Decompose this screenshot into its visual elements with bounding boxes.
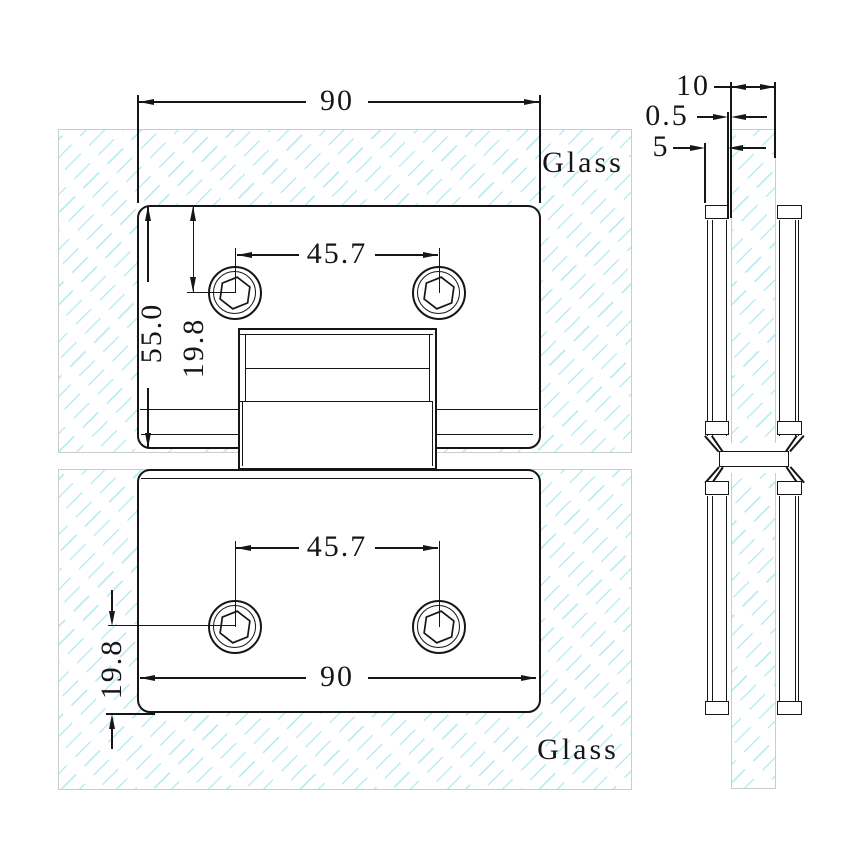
screw-hole-inner-ring xyxy=(213,605,256,648)
dim-line xyxy=(731,86,775,88)
side-plate-body xyxy=(707,220,727,436)
center-line xyxy=(108,625,236,627)
extension-line xyxy=(774,82,776,158)
side-plate-body xyxy=(779,220,799,436)
arrowhead-icon xyxy=(236,544,251,551)
hex-socket-icon xyxy=(423,276,455,310)
center-line xyxy=(187,292,236,294)
side-plate-collar xyxy=(777,421,802,435)
dim-value: 5 xyxy=(652,130,670,163)
dim-line xyxy=(139,101,306,103)
dim-line xyxy=(147,388,149,448)
side-plate-collar xyxy=(705,481,729,495)
knuckle-top-seam xyxy=(240,334,433,336)
arrowhead-icon xyxy=(524,98,539,105)
leader-line xyxy=(746,116,767,118)
dim-value: 19.8 xyxy=(95,638,128,700)
dim-line xyxy=(192,206,194,292)
screw-hole-inner-ring xyxy=(417,605,460,648)
arrowhead-icon xyxy=(423,251,438,258)
side-plate-collar xyxy=(705,421,729,435)
hinge-plate-bottom xyxy=(137,469,541,713)
extension-line xyxy=(727,112,729,218)
knuckle-inner-wall-left xyxy=(245,335,247,401)
side-plate-body xyxy=(779,496,799,701)
knuckle-lower-wall-left xyxy=(242,402,244,466)
arrowhead-icon xyxy=(189,206,196,221)
dim-line xyxy=(368,101,539,103)
arrowhead-icon xyxy=(713,113,728,120)
knuckle-lower-seam xyxy=(240,401,433,403)
glass-label-upper: Glass xyxy=(542,146,624,179)
dim-line xyxy=(111,729,113,749)
arrowhead-icon xyxy=(144,206,151,221)
extension-line xyxy=(704,143,706,203)
extension-line xyxy=(539,95,541,203)
arrowhead-icon xyxy=(189,277,196,292)
dim-value: 0.5 xyxy=(645,99,689,132)
leader-line xyxy=(697,116,714,118)
arrowhead-icon xyxy=(760,83,775,90)
arrowhead-icon xyxy=(139,98,154,105)
arrowhead-icon xyxy=(731,83,746,90)
arrowhead-icon xyxy=(108,611,115,626)
dim-value: 55.0 xyxy=(135,302,168,364)
arrowhead-icon xyxy=(237,251,252,258)
extension-line xyxy=(137,95,139,203)
side-plate-collar xyxy=(777,481,802,495)
dim-value: 10 xyxy=(676,69,710,102)
center-line xyxy=(234,541,236,627)
pivot-barrel xyxy=(719,451,789,467)
knuckle-lower-wall-right xyxy=(432,402,434,466)
arrowhead-icon xyxy=(521,674,536,681)
extension-line xyxy=(106,713,155,715)
side-plate-seam xyxy=(795,220,797,436)
dim-value: 90 xyxy=(320,660,354,693)
arrowhead-icon xyxy=(140,674,155,681)
dim-line xyxy=(237,254,299,256)
side-plate-seam xyxy=(712,220,714,436)
arrowhead-icon xyxy=(144,433,151,448)
dim-line xyxy=(375,547,438,549)
plate-bottom-inner-edge-line xyxy=(141,478,533,480)
hinge-knuckle xyxy=(238,328,437,470)
leader-line xyxy=(714,86,731,88)
side-plate-cap xyxy=(777,205,802,219)
leader-line xyxy=(673,147,690,149)
dim-value: 45.7 xyxy=(306,237,368,270)
glass-label-lower: Glass xyxy=(537,733,619,766)
leader-line xyxy=(743,147,766,149)
side-plate-seam xyxy=(712,496,714,701)
side-plate-body xyxy=(707,496,727,701)
knuckle-mid-seam xyxy=(246,368,430,370)
hex-socket-icon xyxy=(219,610,251,644)
dim-line xyxy=(375,254,438,256)
hex-socket-icon xyxy=(423,610,455,644)
center-line xyxy=(438,541,440,627)
arrowhead-icon xyxy=(731,113,746,120)
dim-line xyxy=(111,590,113,614)
arrowhead-icon xyxy=(690,144,705,151)
dim-line xyxy=(368,677,536,679)
arrowhead-icon xyxy=(108,714,115,729)
arrowhead-icon xyxy=(728,144,743,151)
side-plate-cap xyxy=(705,701,729,715)
plate-top-cover-seam-left xyxy=(140,409,238,411)
dim-line xyxy=(236,547,299,549)
dim-value: 90 xyxy=(320,84,354,117)
side-plate-cap xyxy=(705,205,729,219)
dim-value: 45.7 xyxy=(306,530,368,563)
center-line xyxy=(235,248,237,293)
arrowhead-icon xyxy=(423,544,438,551)
side-plate-seam xyxy=(795,496,797,701)
screw-hole-inner-ring xyxy=(417,271,460,314)
dim-value: 19.8 xyxy=(177,317,210,379)
side-plate-cap xyxy=(777,701,802,715)
center-line xyxy=(438,248,440,293)
dim-line xyxy=(147,206,149,282)
plate-top-cover-seam-right xyxy=(432,409,538,411)
dim-line xyxy=(140,677,306,679)
